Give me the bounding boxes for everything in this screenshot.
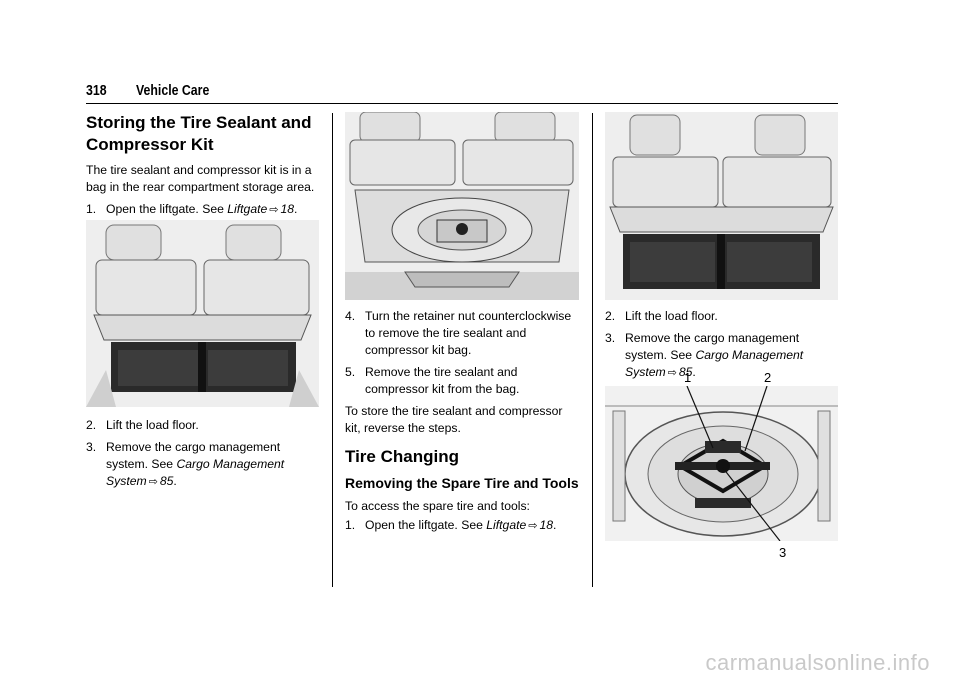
column-1-steps: 2.Lift the load floor. 3.Remove the carg…	[86, 417, 322, 491]
section-heading: Storing the Tire Sealant and Compressor …	[86, 113, 312, 154]
callout-label: 2	[764, 370, 772, 385]
spare-tire-well-figure	[345, 112, 579, 300]
callout-label: 1	[684, 370, 692, 385]
page-number: 318	[86, 83, 107, 99]
cargo-management-figure	[605, 112, 838, 300]
cross-reference-link[interactable]: Cargo Management System⇨85	[106, 457, 285, 488]
step-item: 2.Lift the load floor.	[605, 309, 718, 323]
step-item: 1.Open the liftgate. See Liftgate⇨18.	[345, 518, 557, 532]
column-1: Storing the Tire Sealant and Compressor …	[86, 112, 322, 219]
cross-reference-link[interactable]: Cargo Management System⇨85	[625, 348, 804, 379]
column-divider	[592, 113, 593, 587]
cross-reference-link[interactable]: Liftgate⇨18	[227, 202, 295, 216]
page-arrow-icon: ⇨	[667, 367, 677, 379]
subsection-heading: Removing the Spare Tire and Tools	[345, 475, 579, 491]
section-heading: Tire Changing	[345, 447, 459, 466]
paragraph: To store the tire sealant and compressor…	[345, 404, 563, 435]
column-divider	[332, 113, 333, 587]
step-item: 5.Remove the tire sealant and compressor…	[345, 365, 520, 396]
page-header: 318 Vehicle Care	[86, 83, 838, 104]
intro-paragraph: The tire sealant and compressor kit is i…	[86, 163, 315, 194]
section-title: Vehicle Care	[136, 83, 210, 99]
paragraph: To access the spare tire and tools:	[345, 499, 530, 513]
step-item: 4.Turn the retainer nut counterclockwise…	[345, 309, 572, 357]
page-arrow-icon: ⇨	[269, 204, 279, 216]
callout-label: 3	[779, 545, 787, 560]
watermark: carmanualsonline.info	[705, 650, 930, 675]
column-2: 4.Turn the retainer nut counterclockwise…	[345, 308, 581, 535]
step-item: 3.Remove the cargo management system. Se…	[86, 440, 285, 488]
page-arrow-icon: ⇨	[528, 520, 538, 532]
step-item: 2.Lift the load floor.	[86, 418, 199, 432]
spare-tire-jack-figure	[605, 386, 838, 541]
cross-reference-link[interactable]: Liftgate⇨18	[486, 518, 554, 532]
step-item: 3.Remove the cargo management system. Se…	[605, 331, 804, 379]
column-3: 2.Lift the load floor. 3.Remove the carg…	[605, 308, 841, 382]
cargo-area-figure	[86, 220, 319, 407]
step-item: 1.Open the liftgate. See Liftgate⇨18.	[86, 202, 298, 216]
page-arrow-icon: ⇨	[148, 476, 158, 488]
